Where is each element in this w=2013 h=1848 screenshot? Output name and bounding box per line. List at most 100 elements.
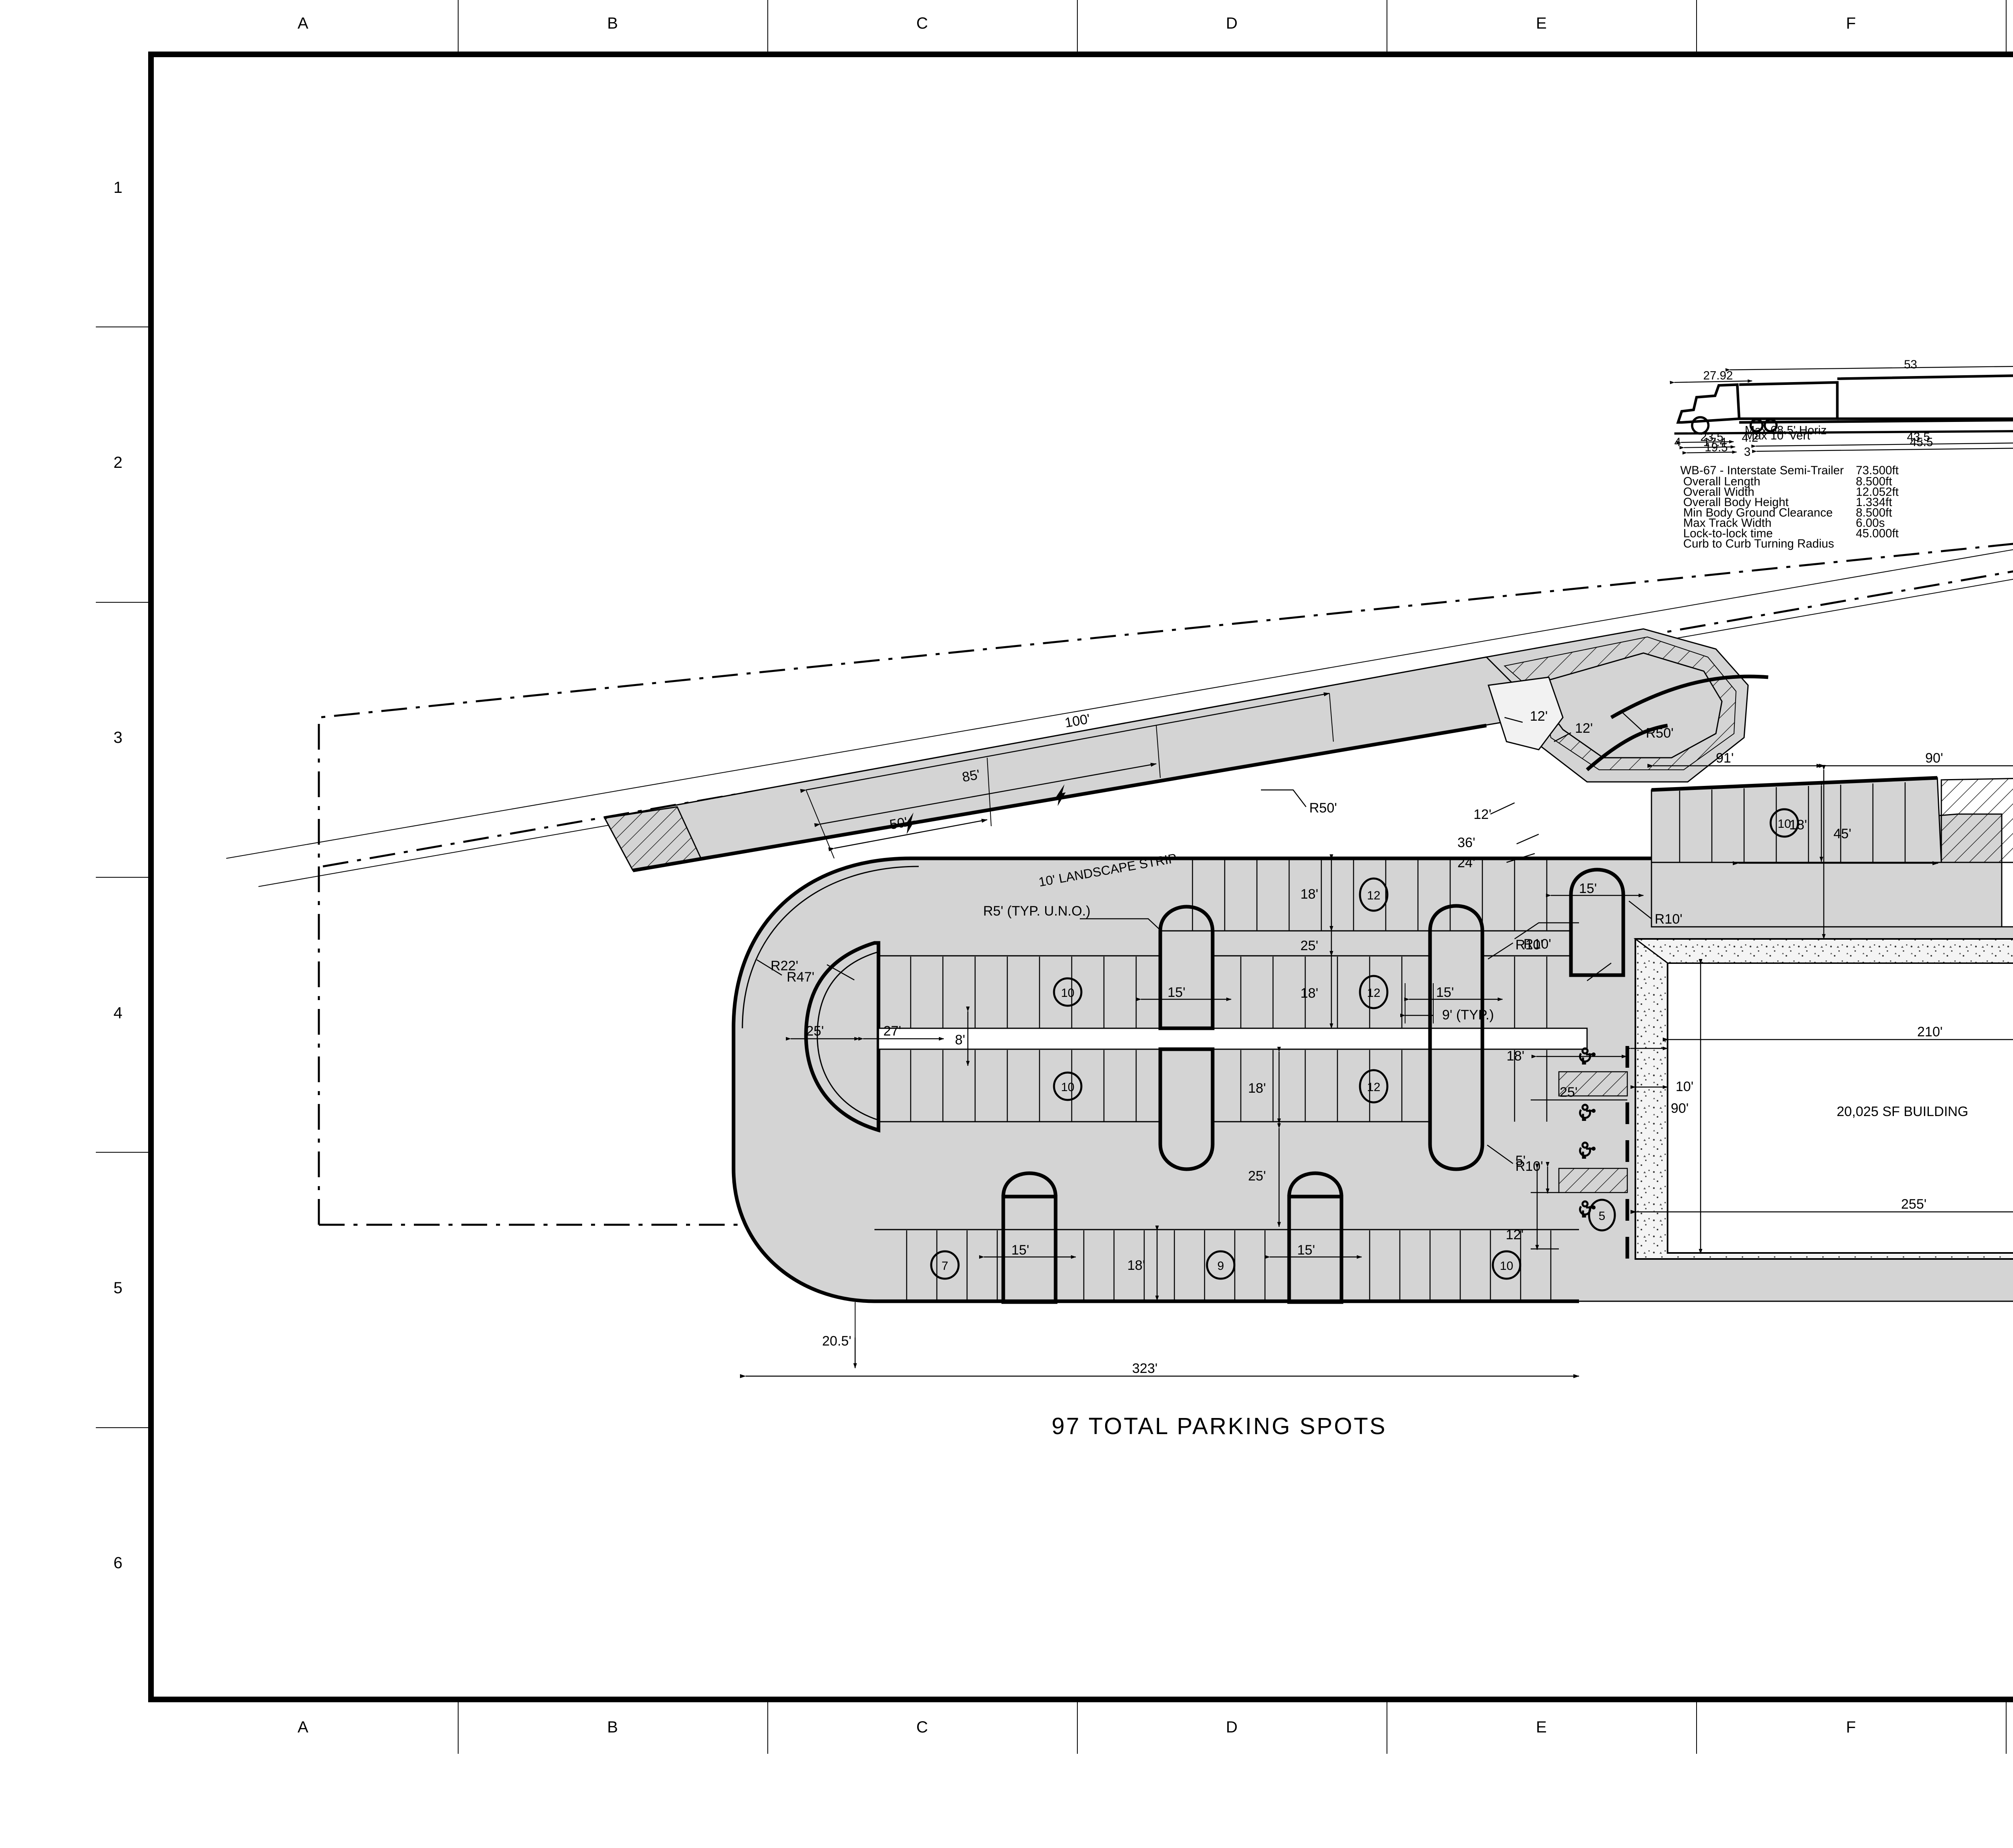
dim-12a: 12' <box>1474 807 1491 822</box>
dim-bldg-210: 210' <box>1917 1024 1943 1040</box>
stall-count-bubbles: 12 10 12 10 12 7 9 10 10 5 <box>930 808 1799 1280</box>
truck-row-1-label: Overall Width <box>1683 485 1755 498</box>
dim-bldg-255: 255' <box>1901 1197 1926 1212</box>
truck-row-5-value: 6.00s <box>1856 517 1885 530</box>
zone-top-D: D <box>1226 14 1238 32</box>
zone-tick <box>1077 1702 1078 1754</box>
zone-top-F: F <box>1846 14 1856 32</box>
zone-tick <box>1696 0 1697 52</box>
zone-top-B: B <box>607 14 618 32</box>
plan-vector: 100' 85' 50' R50' R50' 12' 12' 12' 36' <box>226 358 2013 1439</box>
truck-dim-195: 19.5 <box>1705 441 1728 454</box>
truck-row-4-label: Max Track Width <box>1683 517 1771 530</box>
zone-bottom-D: D <box>1226 1718 1238 1736</box>
truck-row-0-value: 73.500ft <box>1856 464 1899 477</box>
dim-stall-18d: 18' <box>1127 1258 1145 1273</box>
dim-ada-5: 5' <box>1515 1153 1525 1168</box>
dim-36: 36' <box>1457 835 1475 850</box>
truck-row-2-label: Overall Body Height <box>1683 496 1789 509</box>
dim-r10-a: R10' <box>1655 912 1682 927</box>
site-plan-drawing: 100' 85' 50' R50' R50' 12' 12' 12' 36' <box>154 57 2013 1697</box>
dim-north-45: 45' <box>1833 826 1851 841</box>
truck-dim-174: 17.4 <box>1703 436 1726 449</box>
zone-bottom-C: C <box>916 1718 928 1736</box>
zone-left-5: 5 <box>113 1279 123 1297</box>
truck-clearance-vert: Max 10' Vert <box>1745 429 1810 442</box>
zone-tick <box>767 0 768 52</box>
north-parking-bay <box>1651 776 2013 928</box>
dim-island-15d: 15' <box>1011 1242 1029 1258</box>
zone-bottom-G: G <box>2006 1718 2013 1736</box>
dim-aisle-25b: 25' <box>1248 1168 1266 1184</box>
zone-left-2: 2 <box>113 454 123 471</box>
count-north: 10 <box>1777 817 1791 831</box>
truck-dim-53: 53 <box>1904 358 1917 371</box>
dim-r10-c: R10' <box>1515 937 1543 953</box>
truck-clearance-horiz: Max 68.5' Horiz <box>1745 424 1827 437</box>
truck-dim-455: 45.5 <box>1910 436 1933 449</box>
dim-24: 24' <box>1457 855 1475 870</box>
truck-title: WB-67 - Interstate Semi-Trailer <box>1680 464 1844 477</box>
truck-dim-2792: 27.92 <box>1703 369 1733 382</box>
drawing-sheet: ABCDEFGHABCDEFGH123456123456 <box>96 0 2013 1754</box>
dim-west-27: 27' <box>883 1023 901 1039</box>
ada-parking-stalls <box>1531 1046 1629 1259</box>
zone-bottom-F: F <box>1846 1718 1856 1736</box>
zone-tick <box>2006 0 2007 52</box>
dim-aisle-8: 8' <box>955 1032 965 1048</box>
dim-island-15c: 15' <box>1579 881 1597 896</box>
dim-r10-b: R10' <box>1523 936 1551 952</box>
dim-r22: R22' <box>771 958 798 974</box>
zone-tick <box>96 602 148 603</box>
dim-bldg-10b: 10' <box>1676 1079 1693 1094</box>
zone-left-4: 4 <box>113 1004 123 1022</box>
dim-west-25: 25' <box>806 1023 824 1039</box>
truck-turning-template-detail: 53 27.92 23.5 17.4 19.5 4 4.2 3 43.5 45.… <box>1670 358 2013 550</box>
dim-stall-width-typ: 9' (TYP.) <box>1442 1007 1494 1023</box>
truck-dim-3: 3 <box>1744 445 1751 459</box>
dim-island-15e: 15' <box>1297 1242 1315 1258</box>
truck-dim-435: 43.5 <box>1907 430 1930 444</box>
zone-top-G: G <box>2006 14 2013 33</box>
stall-stripes-mid-lower <box>910 1050 1548 1122</box>
parking-islands <box>1001 868 1625 1304</box>
driveway-entrance <box>603 656 1531 872</box>
label-total-parking: 97 TOTAL PARKING SPOTS <box>1052 1413 1387 1439</box>
building <box>1633 938 2013 1260</box>
dim-stall-18b: 18' <box>1300 986 1318 1001</box>
count-bot-3: 10 <box>1500 1259 1513 1273</box>
zone-tick <box>1077 0 1078 52</box>
truck-dim-42: 4.2 <box>1742 431 1758 444</box>
zone-tick <box>1696 1702 1697 1754</box>
dim-r50-lower: R50' <box>1309 800 1337 816</box>
dim-r50-upper: R50' <box>1646 726 1674 741</box>
truck-row-1-value: 8.500ft <box>1856 475 1892 488</box>
dim-323: 323' <box>1132 1361 1157 1376</box>
zone-top-C: C <box>916 14 928 32</box>
truck-row-4-value: 8.500ft <box>1856 506 1892 519</box>
zone-left-6: 6 <box>113 1554 123 1572</box>
dim-north-90: 90' <box>1925 750 1943 766</box>
truck-row-3-label: Min Body Ground Clearance <box>1683 506 1833 519</box>
dim-bldg-90: 90' <box>1671 1101 1689 1116</box>
zone-tick <box>96 1152 148 1153</box>
zone-bottom-A: A <box>298 1718 308 1736</box>
stall-stripes-mid-upper <box>910 957 1548 1028</box>
dim-12c: 12' <box>1575 721 1593 736</box>
stall-stripes-bottom <box>906 1230 1552 1301</box>
truck-row-2-value: 12.052ft <box>1856 485 1899 498</box>
count-mid2-right: 12 <box>1367 1081 1380 1094</box>
dim-85: 85' <box>961 767 981 785</box>
count-bot-2: 9 <box>1217 1259 1224 1273</box>
dim-r5-typ: R5' (TYP. U.N.O.) <box>983 903 1091 919</box>
truck-dim-4: 4 <box>1674 436 1681 449</box>
dim-50: 50' <box>889 814 909 833</box>
truck-row-3-value: 1.334ft <box>1856 496 1892 509</box>
dim-ada-18: 18' <box>1507 1048 1524 1064</box>
dim-island-15b: 15' <box>1436 985 1454 1000</box>
dim-stall-18a: 18' <box>1300 887 1318 902</box>
dim-12b: 12' <box>1530 709 1548 724</box>
dim-205: 20.5' <box>822 1333 851 1349</box>
zone-tick <box>458 1702 459 1754</box>
zone-tick <box>767 1702 768 1754</box>
